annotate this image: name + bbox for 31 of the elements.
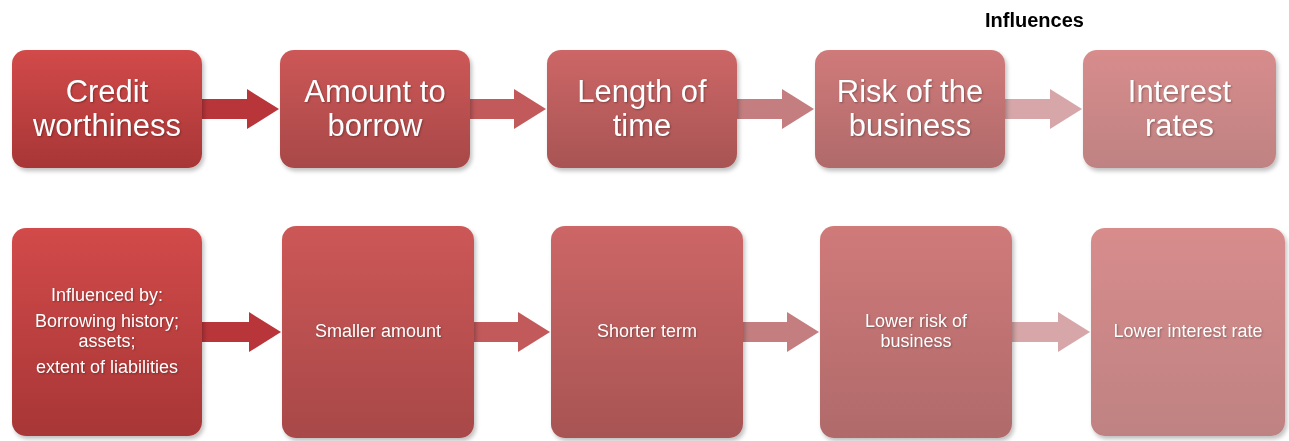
block-arrow	[1012, 312, 1090, 352]
box-text: Smaller amount	[314, 322, 442, 342]
box-text: Shorter term	[597, 322, 697, 342]
box-text: Influenced by:	[50, 286, 164, 307]
block-arrow	[1005, 89, 1082, 129]
process-box	[12, 50, 202, 168]
process-box	[12, 228, 202, 436]
box-text: Lower interest rate	[1113, 322, 1263, 342]
block-arrow	[474, 312, 550, 352]
process-box	[551, 226, 743, 438]
box-text: extent of liabilities	[35, 357, 179, 378]
box-text: Interest rates	[1126, 74, 1233, 144]
box-text: Risk of the business	[835, 74, 985, 144]
block-arrow	[202, 312, 281, 352]
block-arrow	[743, 312, 819, 352]
box-text: Borrowing history; assets;	[33, 312, 181, 352]
process-box	[282, 226, 474, 438]
process-box	[280, 50, 470, 168]
block-arrow	[737, 89, 814, 129]
box-text: Credit worthiness	[31, 74, 183, 144]
process-box	[1091, 228, 1285, 436]
process-box	[815, 50, 1005, 168]
block-arrow	[202, 89, 279, 129]
process-box	[547, 50, 737, 168]
heading: Influences	[985, 9, 1084, 32]
block-arrow	[470, 89, 546, 129]
box-text: Amount to borrow	[303, 74, 447, 144]
box-text: Length of time	[576, 74, 708, 144]
process-box	[1083, 50, 1276, 168]
process-box	[820, 226, 1012, 438]
box-text: Lower risk of business	[863, 312, 968, 352]
